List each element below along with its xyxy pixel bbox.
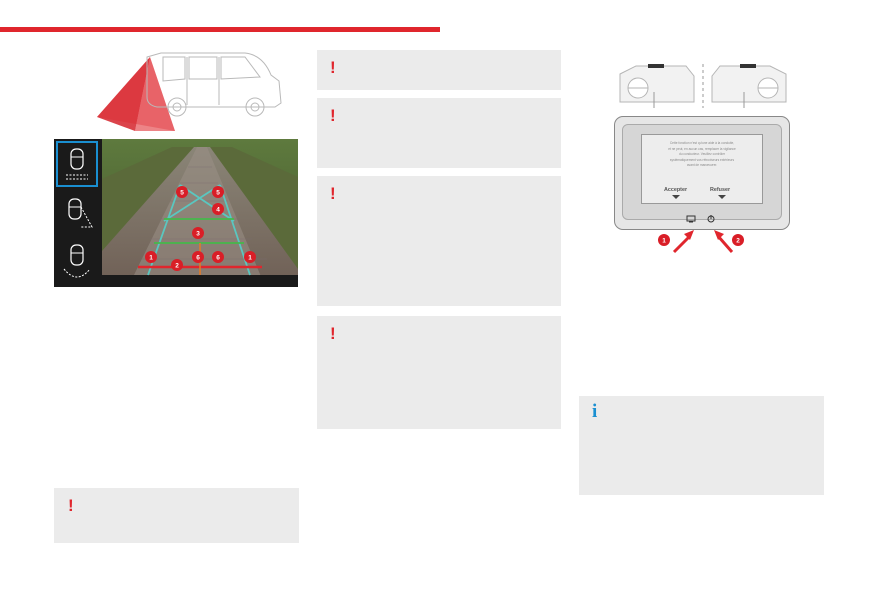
warning-box-5: ! [317, 316, 561, 429]
svg-text:6: 6 [216, 255, 220, 262]
section-header-bar [0, 27, 440, 32]
warning-icon: ! [68, 496, 74, 515]
rear-view-icon[interactable] [56, 141, 98, 187]
svg-text:2: 2 [736, 238, 740, 245]
marker-6-right: 6 [212, 251, 224, 263]
marker-5a: 5 [176, 186, 188, 198]
rear-camera-image: 5 5 4 3 1 2 6 6 1 [102, 139, 298, 287]
callout-1: 1 [658, 234, 670, 246]
info-box: i [579, 396, 824, 495]
screen-message: Cette fonction n'est qu'une aide à la co… [641, 134, 763, 204]
screen-line: du conducteur. Veuillez contrôler [678, 152, 726, 157]
svg-text:1: 1 [248, 255, 252, 262]
svg-text:3: 3 [196, 231, 200, 238]
screen-line: avant de manœuvrer. [686, 163, 718, 168]
svg-text:6: 6 [196, 255, 200, 262]
marker-1-left: 1 [145, 251, 157, 263]
marker-5b: 5 [212, 186, 224, 198]
power-button-icon[interactable] [707, 215, 715, 223]
warning-icon: ! [330, 106, 336, 125]
warning-box-3: ! [317, 98, 561, 168]
screen-line: et ne peut, en aucun cas, remplacer la v… [668, 146, 736, 151]
warning-icon: ! [330, 184, 336, 203]
view-mode-sidebar [54, 139, 102, 287]
callout-2: 2 [732, 234, 744, 246]
marker-3: 3 [192, 227, 204, 239]
side-view-icon[interactable] [56, 191, 98, 237]
top-view-icon[interactable] [56, 239, 98, 285]
warning-box-2: ! [317, 50, 561, 90]
screen-line: Cette fonction n'est qu'une aide à la co… [669, 141, 735, 145]
warning-icon: ! [330, 324, 336, 343]
marker-1-right: 1 [244, 251, 256, 263]
callout-arrows: 1 2 [658, 230, 744, 254]
svg-text:1: 1 [662, 238, 666, 245]
accept-arrow-icon [672, 195, 680, 199]
camera-view-panel: 5 5 4 3 1 2 6 6 1 [54, 139, 298, 287]
van-rear-camera-illustration [97, 52, 282, 131]
hardware-buttons [686, 215, 715, 223]
svg-text:5: 5 [216, 190, 220, 197]
screen-line: systématiquement vos rétroviseurs extéri… [669, 157, 735, 162]
info-icon: i [592, 401, 598, 422]
steering-position-illustration [619, 64, 787, 108]
marker-6-left: 6 [192, 251, 204, 263]
svg-text:4: 4 [216, 207, 220, 214]
camera-button-icon[interactable] [686, 215, 696, 223]
accept-button[interactable]: Accepter [664, 187, 688, 193]
svg-text:5: 5 [180, 190, 184, 197]
svg-text:1: 1 [149, 255, 153, 262]
warning-icon: ! [330, 58, 336, 77]
marker-2: 2 [171, 259, 183, 271]
svg-text:2: 2 [175, 263, 179, 270]
refuse-arrow-icon [718, 195, 726, 199]
touchscreen-unit: Cette fonction n'est qu'une aide à la co… [614, 116, 790, 230]
refuse-button[interactable]: Refuser [710, 187, 731, 193]
marker-4: 4 [212, 203, 224, 215]
warning-box-1: ! [54, 488, 299, 543]
warning-box-4: ! [317, 176, 561, 306]
